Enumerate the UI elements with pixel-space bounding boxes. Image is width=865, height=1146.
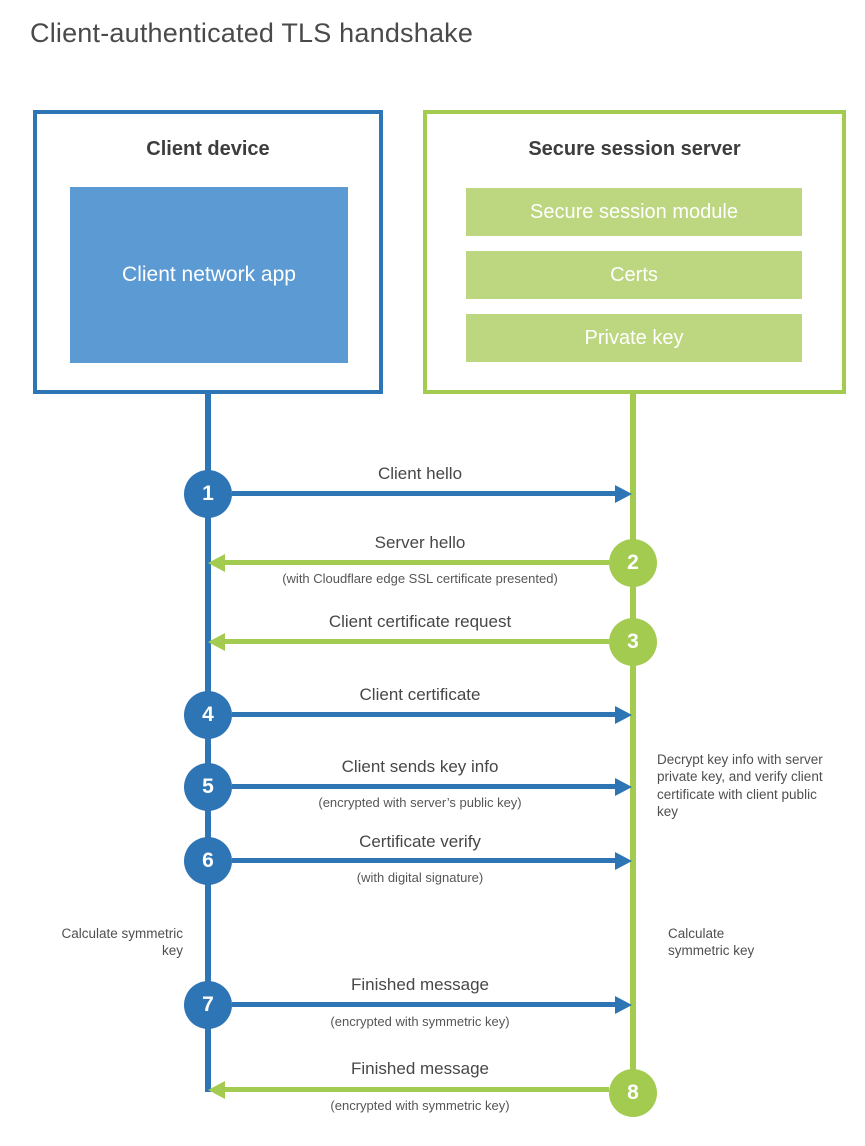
client-device-title: Client device — [146, 138, 270, 160]
message-8-label: Finished message — [351, 1059, 489, 1078]
client-network-app-box: Client network app — [70, 187, 348, 363]
arrowhead-right-icon — [615, 778, 632, 796]
step-circle-1: 1 — [184, 470, 232, 518]
arrow-line — [232, 784, 616, 789]
step-circle-2: 2 — [609, 539, 657, 587]
message-2-label: Server hello — [374, 533, 466, 552]
step-circle-7: 7 — [184, 981, 232, 1029]
server-lifeline — [630, 394, 636, 1093]
message-3-label: Client certificate request — [328, 612, 512, 631]
step-number: 1 — [202, 482, 214, 505]
arrowhead-right-icon — [615, 852, 632, 870]
server-module-secure-session: Secure session module — [466, 188, 802, 236]
arrowhead-right-icon — [615, 996, 632, 1014]
message-7-label: Finished message — [351, 975, 489, 994]
page-title: Client-authenticated TLS handshake — [30, 18, 474, 48]
arrowhead-left-icon — [208, 1081, 225, 1099]
arrow-line — [225, 639, 609, 644]
client-lifeline — [205, 394, 211, 1092]
step-circle-5: 5 — [184, 763, 232, 811]
step-number: 3 — [627, 630, 639, 653]
server-module-certs: Certs — [466, 251, 802, 299]
message-7-sublabel: (encrypted with symmetric key) — [330, 1014, 510, 1029]
step-number: 8 — [627, 1081, 639, 1104]
message-2-sublabel: (with Cloudflare edge SSL certificate pr… — [282, 571, 558, 586]
step-circle-6: 6 — [184, 837, 232, 885]
arrowhead-left-icon — [208, 633, 225, 651]
step-number: 4 — [202, 703, 214, 726]
step-circle-3: 3 — [609, 618, 657, 666]
calculate-symmetric-key-note-server: Calculate symmetric key — [668, 926, 755, 959]
message-8-sublabel: (encrypted with symmetric key) — [330, 1098, 510, 1113]
step-number: 7 — [202, 993, 214, 1016]
arrow-line — [225, 560, 609, 565]
step-circle-8: 8 — [609, 1069, 657, 1117]
step-number: 6 — [202, 849, 214, 872]
message-6-sublabel: (with digital signature) — [356, 870, 484, 885]
arrowhead-left-icon — [208, 554, 225, 572]
arrow-line — [225, 1087, 609, 1092]
message-1-label: Client hello — [377, 464, 463, 483]
arrow-line — [232, 712, 616, 717]
message-5-sublabel: (encrypted with server’s public key) — [318, 795, 522, 810]
arrowhead-right-icon — [615, 706, 632, 724]
arrowhead-right-icon — [615, 485, 632, 503]
arrow-line — [232, 858, 616, 863]
message-5-label: Client sends key info — [341, 757, 499, 776]
decrypt-note: Decrypt key info with server private key… — [657, 752, 823, 819]
message-6-label: Certificate verify — [359, 832, 481, 851]
arrow-line — [232, 491, 616, 496]
calculate-symmetric-key-note-client: Calculate symmetric key — [61, 926, 183, 959]
step-circle-4: 4 — [184, 691, 232, 739]
step-number: 5 — [202, 775, 214, 798]
step-number: 2 — [627, 551, 639, 574]
message-4-label: Client certificate — [359, 685, 481, 704]
server-module-private-key: Private key — [466, 314, 802, 362]
arrow-line — [232, 1002, 616, 1007]
secure-session-server-title: Secure session server — [528, 138, 741, 160]
